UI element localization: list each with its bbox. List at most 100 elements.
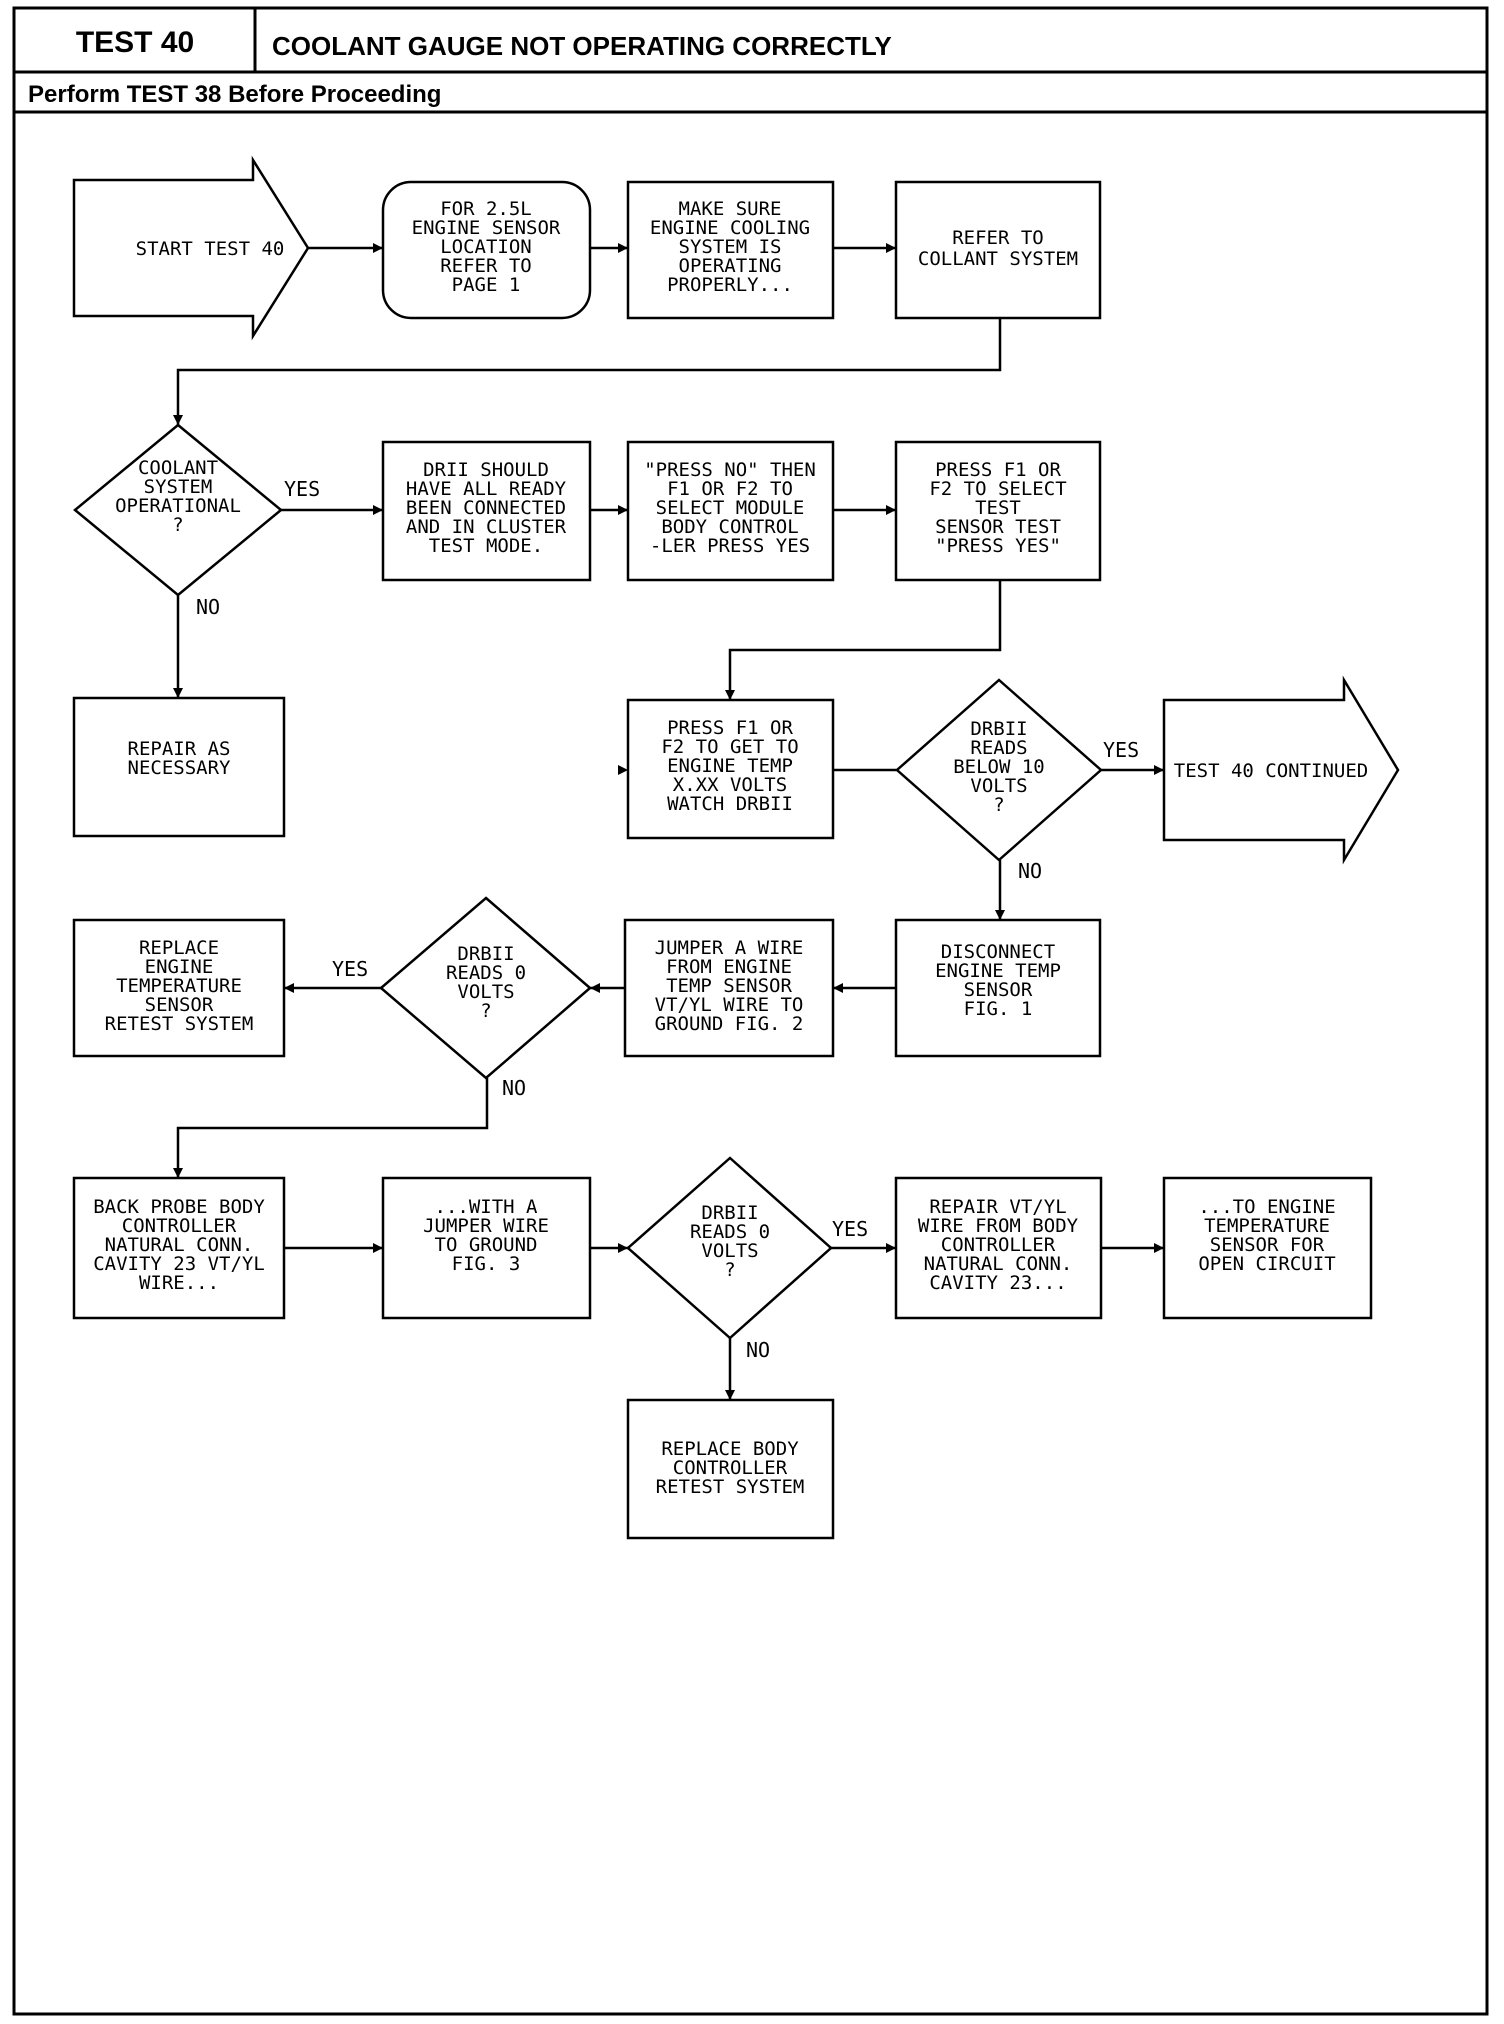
drbii-connected-line: DRII SHOULD (423, 459, 549, 481)
press-f1-select-line: F2 TO SELECT (929, 478, 1066, 500)
edge-label-yes: YES (1103, 738, 1139, 762)
with-jumper-line: JUMPER WIRE (423, 1215, 549, 1237)
page-subtitle: Perform TEST 38 Before Proceeding (28, 81, 441, 108)
edge-labels: YES NO YES NO YES NO YES NO (196, 477, 1139, 1362)
with-jumper-line: FIG. 3 (452, 1253, 521, 1275)
continued-label: TEST 40 CONTINUED (1174, 760, 1368, 782)
edge-label-yes: YES (332, 957, 368, 981)
reads-below-10-line: READS (970, 737, 1027, 759)
refer-coolant-box (894, 180, 1102, 320)
open-circuit-line: OPEN CIRCUIT (1198, 1253, 1335, 1275)
press-f1-select-box (894, 440, 1102, 582)
make-sure-box (626, 180, 835, 320)
jumper-wire-line: VT/YL WIRE TO (655, 994, 804, 1016)
flow-lines (176, 246, 1164, 1400)
drbii-connected-box (381, 440, 592, 582)
press-f1-get-box (626, 698, 835, 840)
replace-controller-line: CONTROLLER (673, 1457, 788, 1479)
replace-sensor-line: TEMPERATURE (116, 975, 242, 997)
press-no-line: "PRESS NO" THEN (644, 459, 816, 481)
reads-0-first-diamond (379, 896, 592, 1080)
press-f1-get-line: ENGINE TEMP (667, 755, 793, 777)
edge-label-no: NO (196, 595, 220, 619)
reads-below-10-diamond (895, 678, 1103, 862)
make-sure-line: OPERATING (679, 255, 782, 277)
replace-sensor-line: REPLACE (139, 937, 219, 959)
with-jumper-line: TO GROUND (435, 1234, 538, 1256)
reads-0-second-line: READS 0 (690, 1221, 770, 1243)
back-probe-box (72, 1176, 286, 1320)
disconnect-sensor-box (894, 918, 1102, 1058)
press-no-line: -LER PRESS YES (650, 535, 810, 557)
jumper-wire-line: TEMP SENSOR (666, 975, 792, 997)
disconnect-sensor-line: ENGINE TEMP (935, 960, 1061, 982)
press-no-line: BODY CONTROL (661, 516, 798, 538)
make-sure-line: ENGINE COOLING (650, 217, 810, 239)
sensor-location-line: REFER TO (440, 255, 532, 277)
sensor-location-line: FOR 2.5L (440, 198, 532, 220)
reads-below-10-line: VOLTS (970, 775, 1027, 797)
coolant-operational-diamond (73, 423, 283, 597)
repair-necessary-line: NECESSARY (128, 757, 232, 779)
press-f1-get-line: PRESS F1 OR (667, 717, 793, 739)
edge-label-no: NO (746, 1338, 770, 1362)
press-f1-get-line: X.XX VOLTS (673, 774, 787, 796)
reads-below-10-line: BELOW 10 (953, 756, 1045, 778)
open-circuit-box (1162, 1176, 1373, 1320)
coolant-operational-line: SYSTEM (144, 476, 213, 498)
make-sure-line: SYSTEM IS (679, 236, 782, 258)
make-sure-line: MAKE SURE (679, 198, 782, 220)
start-arrow-shape (72, 155, 310, 341)
drbii-connected-line: HAVE ALL READY (406, 478, 567, 500)
repair-wire-line: REPAIR VT/YL (929, 1196, 1066, 1218)
replace-controller-line: RETEST SYSTEM (656, 1476, 805, 1498)
reads-0-first-line: READS 0 (446, 962, 526, 984)
repair-wire-line: CAVITY 23... (929, 1272, 1066, 1294)
press-f1-select-line: SENSOR TEST (935, 516, 1061, 538)
drbii-connected-line: BEEN CONNECTED (406, 497, 566, 519)
edge-label-yes: YES (284, 477, 320, 501)
repair-wire-box (894, 1176, 1103, 1320)
jumper-wire-line: FROM ENGINE (666, 956, 792, 978)
press-no-box (626, 440, 835, 582)
coolant-operational-line: ? (172, 514, 183, 536)
reads-0-second-diamond (626, 1156, 833, 1340)
jumper-wire-line: GROUND FIG. 2 (655, 1013, 804, 1035)
repair-necessary-box (72, 696, 286, 838)
press-no-line: F1 OR F2 TO (667, 478, 793, 500)
replace-sensor-line: ENGINE (145, 956, 214, 978)
press-f1-get-line: WATCH DRBII (667, 793, 793, 815)
disconnect-sensor-line: SENSOR (964, 979, 1033, 1001)
open-circuit-line: ...TO ENGINE (1198, 1196, 1335, 1218)
edge-label-no: NO (502, 1076, 526, 1100)
sensor-location-line: LOCATION (440, 236, 532, 258)
sensor-location-line: PAGE 1 (452, 274, 521, 296)
page-title: COOLANT GAUGE NOT OPERATING CORRECTLY (272, 31, 892, 61)
repair-wire-line: NATURAL CONN. (924, 1253, 1073, 1275)
edge-label-yes: YES (832, 1217, 868, 1241)
reads-0-second-line: DRBII (701, 1202, 758, 1224)
replace-sensor-line: RETEST SYSTEM (105, 1013, 254, 1035)
start-label: START TEST 40 (136, 238, 285, 260)
coolant-operational-line: OPERATIONAL (115, 495, 241, 517)
press-f1-select-line: PRESS F1 OR (935, 459, 1061, 481)
reads-0-second-line: VOLTS (701, 1240, 758, 1262)
back-probe-line: CAVITY 23 VT/YL (93, 1253, 265, 1275)
reads-below-10-line: ? (993, 794, 1004, 816)
press-no-line: SELECT MODULE (656, 497, 805, 519)
reads-0-first-line: DRBII (457, 943, 514, 965)
back-probe-line: BACK PROBE BODY (93, 1196, 265, 1218)
repair-necessary-line: REPAIR AS (128, 738, 231, 760)
disconnect-sensor-line: DISCONNECT (941, 941, 1055, 963)
flow-arrowheads (173, 243, 1164, 1400)
reads-0-first-line: VOLTS (457, 981, 514, 1003)
drbii-connected-line: AND IN CLUSTER (406, 516, 567, 538)
with-jumper-box (381, 1176, 592, 1320)
replace-sensor-line: SENSOR (145, 994, 214, 1016)
replace-controller-line: REPLACE BODY (661, 1438, 799, 1460)
node-texts: START TEST 40 FOR 2.5L ENGINE SENSOR LOC… (93, 198, 1368, 1498)
replace-sensor-box (72, 918, 286, 1058)
press-f1-select-line: "PRESS YES" (935, 535, 1061, 557)
refer-coolant-line: REFER TO (952, 227, 1044, 249)
